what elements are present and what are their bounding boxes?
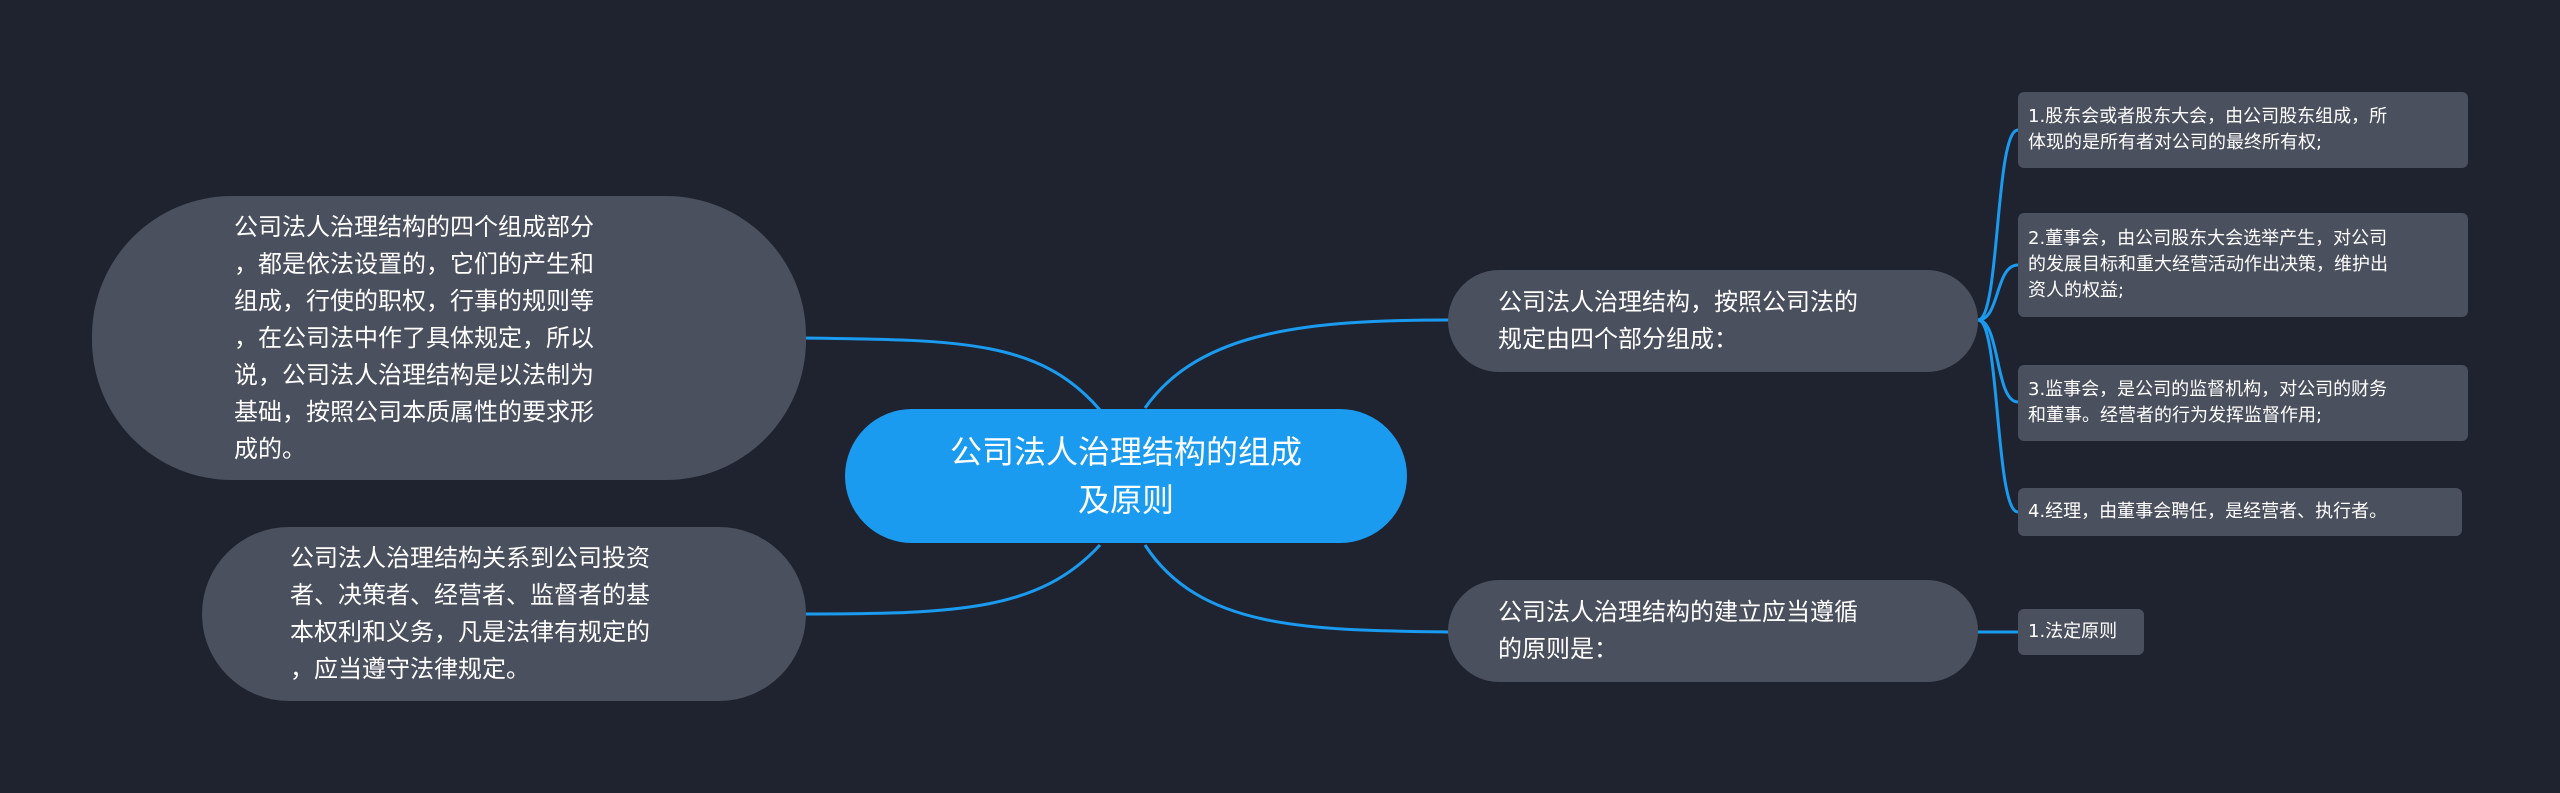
leaf-1-4[interactable]: 4.经理，由董事会聘任，是经营者、执行者。: [2018, 488, 2462, 536]
leaf-1-4-text: 4.经理，由董事会聘任，是经营者、执行者。: [2028, 501, 2388, 522]
edge-right1-leaf1: [1977, 128, 2019, 322]
left-topic-2[interactable]: 公司法人治理结构关系到公司投资 者、决策者、经营者、监督者的基 本权利和义务，凡…: [202, 527, 806, 701]
leaf-1-2[interactable]: 2.董事会，由公司股东大会选举产生，对公司 的发展目标和重大经营活动作出决策，维…: [2018, 213, 2468, 317]
edge-root-right-2: [1143, 544, 1451, 634]
root-topic-text: 公司法人治理结构的组成 及原则: [949, 433, 1302, 519]
leaf-1-1-text: 1.股东会或者股东大会，由公司股东组成，所 体现的是所有者对公司的最终所有权;: [2028, 106, 2388, 153]
leaf-2-1-text: 1.法定原则: [2028, 621, 2118, 642]
leaf-1-3[interactable]: 3.监事会，是公司的监督机构，对公司的财务 和董事。经营者的行为发挥监督作用;: [2018, 365, 2468, 441]
leaf-2-1[interactable]: 1.法定原则: [2018, 609, 2144, 655]
leaf-1-2-text: 2.董事会，由公司股东大会选举产生，对公司 的发展目标和重大经营活动作出决策，维…: [2028, 228, 2388, 301]
edge-right1-leaf3: [1977, 318, 2019, 404]
left-topic-2-text: 公司法人治理结构关系到公司投资 者、决策者、经营者、监督者的基 本权利和义务，凡…: [290, 544, 650, 683]
right-topic-2[interactable]: 公司法人治理结构的建立应当遵循 的原则是：: [1448, 580, 1978, 682]
leaf-1-1[interactable]: 1.股东会或者股东大会，由公司股东组成，所 体现的是所有者对公司的最终所有权;: [2018, 92, 2468, 168]
right-topic-1[interactable]: 公司法人治理结构，按照公司法的 规定由四个部分组成：: [1448, 270, 1978, 372]
edge-root-left-2: [804, 543, 1102, 616]
right-topic-1-text: 公司法人治理结构，按照公司法的 规定由四个部分组成：: [1498, 288, 1858, 353]
left-topic-1[interactable]: 公司法人治理结构的四个组成部分 ，都是依法设置的，它们的产生和 组成，行使的职权…: [92, 196, 806, 480]
edge-right1-leaf2: [1977, 263, 2019, 322]
edge-right1-leaf4: [1977, 318, 2019, 514]
edge-root-left-1: [804, 336, 1102, 411]
root-topic[interactable]: 公司法人治理结构的组成 及原则: [845, 409, 1407, 543]
left-topic-1-text: 公司法人治理结构的四个组成部分 ，都是依法设置的，它们的产生和 组成，行使的职权…: [234, 212, 594, 463]
leaf-1-3-text: 3.监事会，是公司的监督机构，对公司的财务 和董事。经营者的行为发挥监督作用;: [2028, 379, 2388, 426]
edge-root-right-1: [1143, 318, 1451, 409]
right-topic-2-text: 公司法人治理结构的建立应当遵循 的原则是：: [1498, 598, 1858, 663]
